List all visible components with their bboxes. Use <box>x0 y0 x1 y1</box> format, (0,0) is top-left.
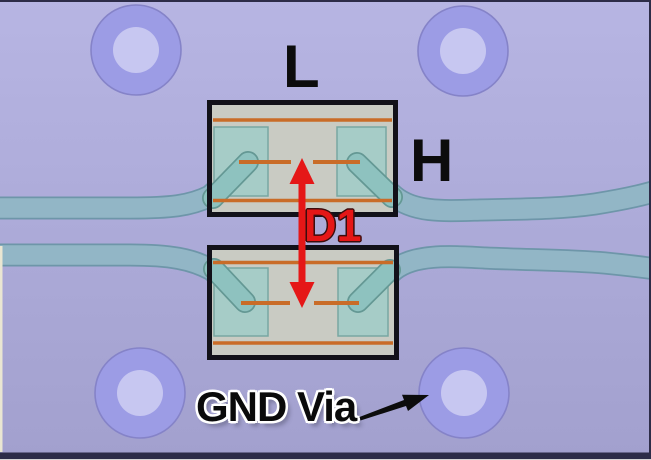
via-hole <box>440 28 486 74</box>
label-gnd-via: GND Via <box>196 383 357 430</box>
dimension-shaft <box>298 181 306 285</box>
label-length: L <box>283 33 320 100</box>
trace-stub-left <box>203 258 256 313</box>
frame-edge-left <box>0 246 3 452</box>
diff-trace-right-top <box>343 150 651 223</box>
frame-edge-top <box>0 0 651 2</box>
label-spacing-d1: D1 <box>304 200 362 251</box>
gnd-via-top-right <box>417 5 509 97</box>
via-hole <box>113 27 159 73</box>
dimension-arrow-d1 <box>289 158 315 308</box>
arrowhead-up <box>289 158 315 184</box>
trace-stub-right <box>347 259 401 313</box>
diff-trace-right-bottom <box>345 245 651 314</box>
frame-edge-right <box>649 0 651 453</box>
gnd-via-bottom-right <box>418 347 510 439</box>
trace-stub-right <box>346 152 403 208</box>
arrowhead-down <box>289 282 315 308</box>
via-hole <box>441 370 487 416</box>
gnd-via-pointer-arrow <box>359 394 429 421</box>
gnd-via-bottom-left <box>94 347 186 439</box>
trace-stub-left <box>202 151 259 209</box>
frame-bar-bottom <box>0 452 651 459</box>
label-height: H <box>410 127 454 194</box>
gnd-via-top-left <box>90 4 182 96</box>
via-hole <box>117 370 163 416</box>
